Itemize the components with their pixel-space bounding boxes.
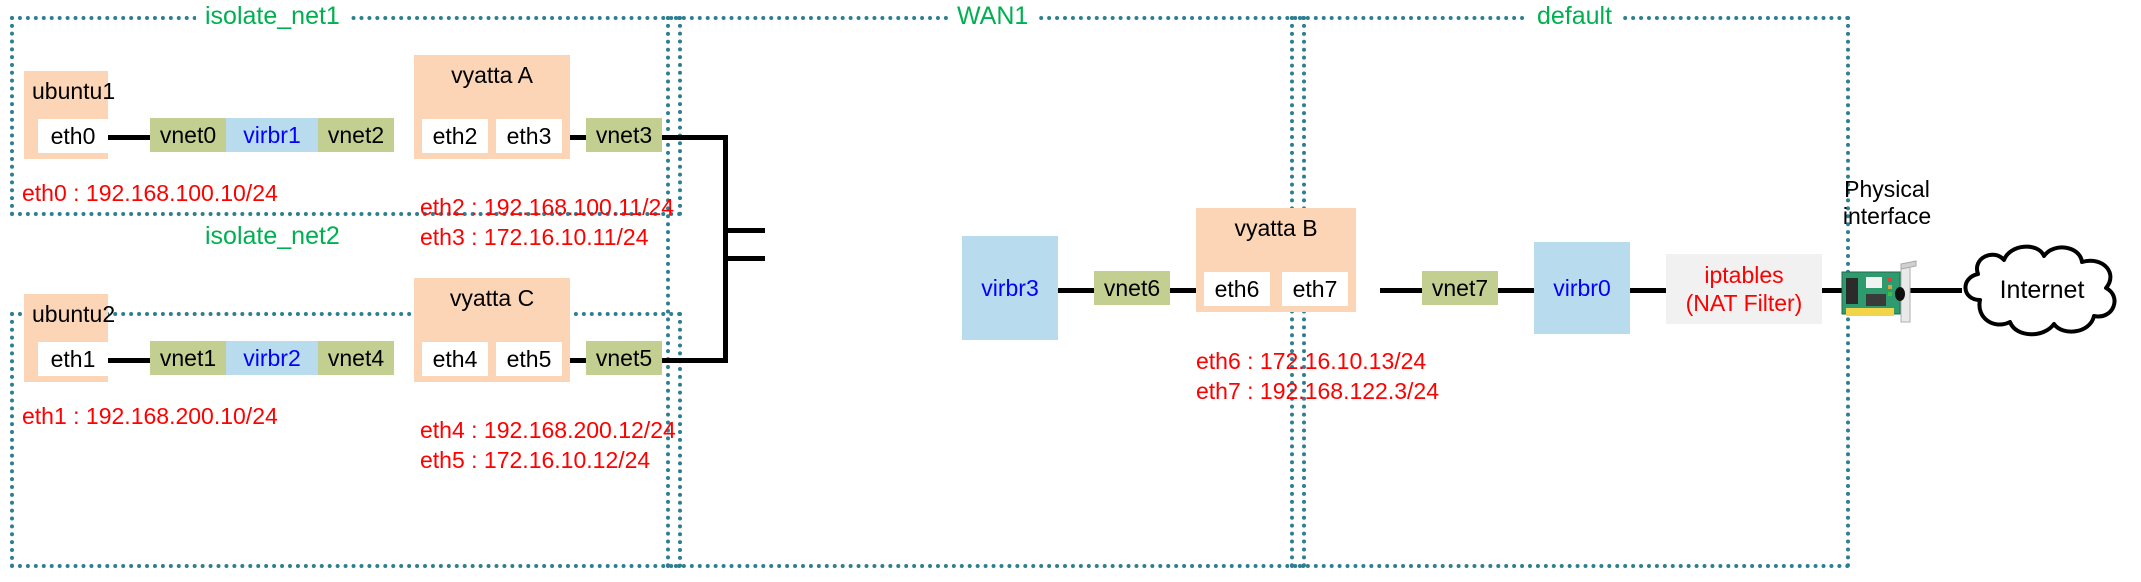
wire-elbow-virbr3-bottom xyxy=(723,228,765,233)
vnet-vnet2[interactable]: vnet2 xyxy=(318,118,394,152)
ip-annotation-vyatta-b-eth6: eth6 : 172.16.10.13/24 xyxy=(1196,348,1427,374)
vm-ubuntu2-title: ubuntu2 xyxy=(32,301,116,327)
internet-cloud-icon xyxy=(1952,238,2132,342)
bridge-virbr0[interactable]: virbr0 xyxy=(1534,242,1630,334)
interface-eth6[interactable]: eth6 xyxy=(1204,272,1270,306)
ip-annotation-vyatta-a-eth3: eth3 : 172.16.10.11/24 xyxy=(420,224,649,250)
interface-eth3[interactable]: eth3 xyxy=(496,119,562,153)
ip-annotation-vyatta-c-eth5: eth5 : 172.16.10.12/24 xyxy=(420,447,651,473)
vm-vyatta-a-title: vyatta A xyxy=(451,62,533,88)
ip-annotation-ubuntu2-eth1: eth1 : 192.168.200.10/24 xyxy=(22,403,278,429)
zone-label-isolate-net2: isolate_net2 xyxy=(196,224,349,249)
vm-vyatta-b-title: vyatta B xyxy=(1234,215,1318,241)
zone-label-default: default xyxy=(1528,4,1622,29)
wire-vnet5-elbow-vertical xyxy=(723,228,728,363)
wire-eth7-vnet7 xyxy=(1380,288,1424,293)
vm-vyatta-c-title: vyatta C xyxy=(449,285,535,311)
ip-annotation-vyatta-b-eth7: eth7 : 192.168.122.3/24 xyxy=(1196,378,1439,404)
bridge-virbr3[interactable]: virbr3 xyxy=(962,236,1058,340)
vnet-vnet3[interactable]: vnet3 xyxy=(586,118,662,152)
wire-eth0-vnet0 xyxy=(106,135,152,140)
wire-vnet5-elbow-bottom xyxy=(656,358,728,363)
ip-annotation-ubuntu1-eth0: eth0 : 192.168.100.10/24 xyxy=(22,180,278,206)
vm-ubuntu1-title: ubuntu1 xyxy=(32,78,116,104)
interface-eth5[interactable]: eth5 xyxy=(496,342,562,376)
vnet-vnet0[interactable]: vnet0 xyxy=(150,118,226,152)
vnet-vnet4[interactable]: vnet4 xyxy=(318,341,394,375)
vnet-vnet6[interactable]: vnet6 xyxy=(1094,271,1170,305)
wire-elbow-virbr3-top xyxy=(723,256,765,261)
wire-eth3-vnet3 xyxy=(563,135,607,140)
wire-vnet3-elbow-top xyxy=(656,135,728,140)
zone-label-isolate-net1: isolate_net1 xyxy=(196,4,349,29)
wire-eth1-vnet1 xyxy=(106,358,152,363)
wire-virbr0-iptables xyxy=(1628,288,1670,293)
internet-label: Internet xyxy=(1999,276,2085,304)
interface-eth1[interactable]: eth1 xyxy=(38,342,108,376)
vnet-vnet7[interactable]: vnet7 xyxy=(1422,271,1498,305)
wire-vnet7-virbr0 xyxy=(1496,288,1538,293)
interface-eth4[interactable]: eth4 xyxy=(422,342,488,376)
zone-label-wan1: WAN1 xyxy=(948,4,1038,29)
wire-vnet6-eth6 xyxy=(1168,288,1212,293)
wire-nic-internet xyxy=(1900,288,1962,293)
iptables-label-line2: (NAT Filter) xyxy=(1685,290,1803,316)
wire-virbr3-vnet6 xyxy=(1056,288,1098,293)
bridge-virbr2[interactable]: virbr2 xyxy=(226,341,318,375)
iptables-label-line1: iptables xyxy=(1704,262,1784,288)
physical-interface-label-line2: interface xyxy=(1842,203,1932,229)
bridge-virbr1[interactable]: virbr1 xyxy=(226,118,318,152)
interface-eth0[interactable]: eth0 xyxy=(38,119,108,153)
interface-eth2[interactable]: eth2 xyxy=(422,119,488,153)
physical-interface-label: Physical interface xyxy=(1812,176,1962,230)
vnet-vnet5[interactable]: vnet5 xyxy=(586,341,662,375)
interface-eth7[interactable]: eth7 xyxy=(1282,272,1348,306)
physical-interface-label-line1: Physical xyxy=(1844,176,1930,202)
wire-vnet3-elbow-vertical xyxy=(723,135,728,261)
wire-eth5-vnet5 xyxy=(563,358,607,363)
vnet-vnet1[interactable]: vnet1 xyxy=(150,341,226,375)
ip-annotation-vyatta-a-eth2: eth2 : 192.168.100.11/24 xyxy=(420,194,675,220)
nic-card-icon xyxy=(1838,250,1918,328)
iptables-nat-filter[interactable]: iptables (NAT Filter) xyxy=(1666,254,1822,324)
ip-annotation-vyatta-c-eth4: eth4 : 192.168.200.12/24 xyxy=(420,417,676,443)
zone-isolate-net2 xyxy=(10,312,682,568)
